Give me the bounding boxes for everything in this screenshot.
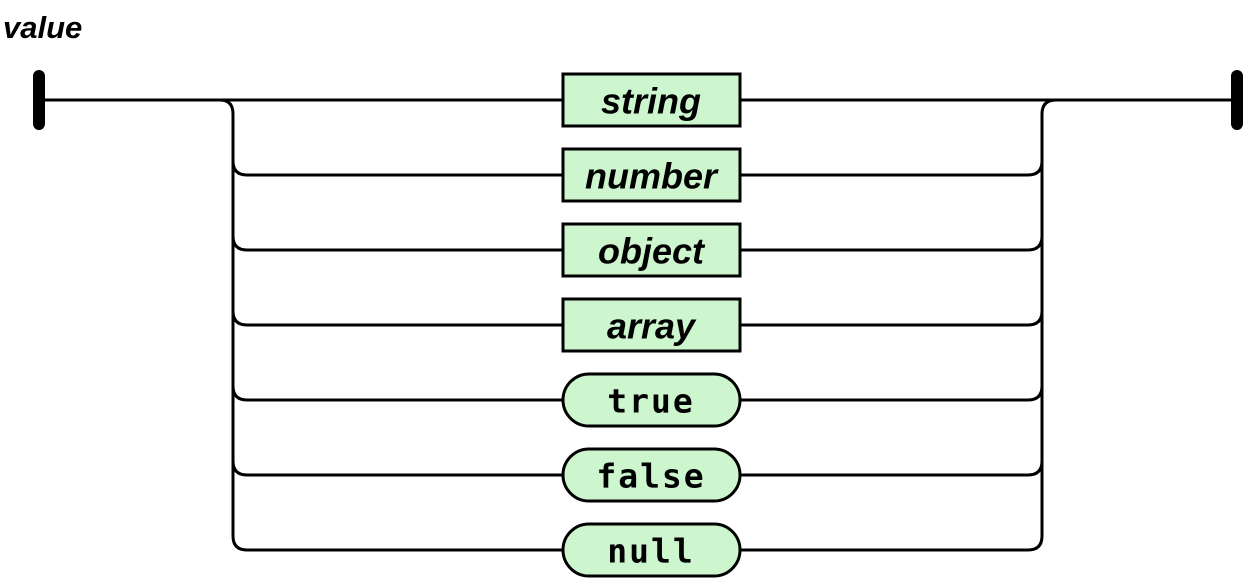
node-number-label: number: [585, 156, 719, 197]
end-cap: [1231, 70, 1243, 130]
node-string-label: string: [601, 81, 701, 122]
node-object-box: [561, 222, 742, 278]
start-cap: [33, 70, 45, 130]
node-null: null: [561, 522, 742, 578]
node-false: false: [561, 447, 742, 503]
node-string: string: [561, 72, 742, 128]
node-false-pill: [561, 447, 742, 503]
node-object-label: object: [598, 231, 706, 272]
node-array-label: array: [607, 306, 697, 347]
node-array-box: [561, 297, 742, 353]
connector-lines: [45, 98, 1231, 552]
node-number-box: [561, 147, 742, 203]
node-object: object: [561, 222, 742, 278]
node-string-box: [561, 72, 742, 128]
node-true: true: [561, 372, 742, 428]
node-null-pill: [561, 522, 742, 578]
node-true-pill: [561, 372, 742, 428]
node-number: number: [561, 147, 742, 203]
node-true-label: true: [607, 382, 694, 421]
node-false-label: false: [596, 457, 705, 496]
node-null-label: null: [607, 532, 694, 571]
node-array: array: [561, 297, 742, 353]
diagram-title: value: [3, 10, 82, 45]
